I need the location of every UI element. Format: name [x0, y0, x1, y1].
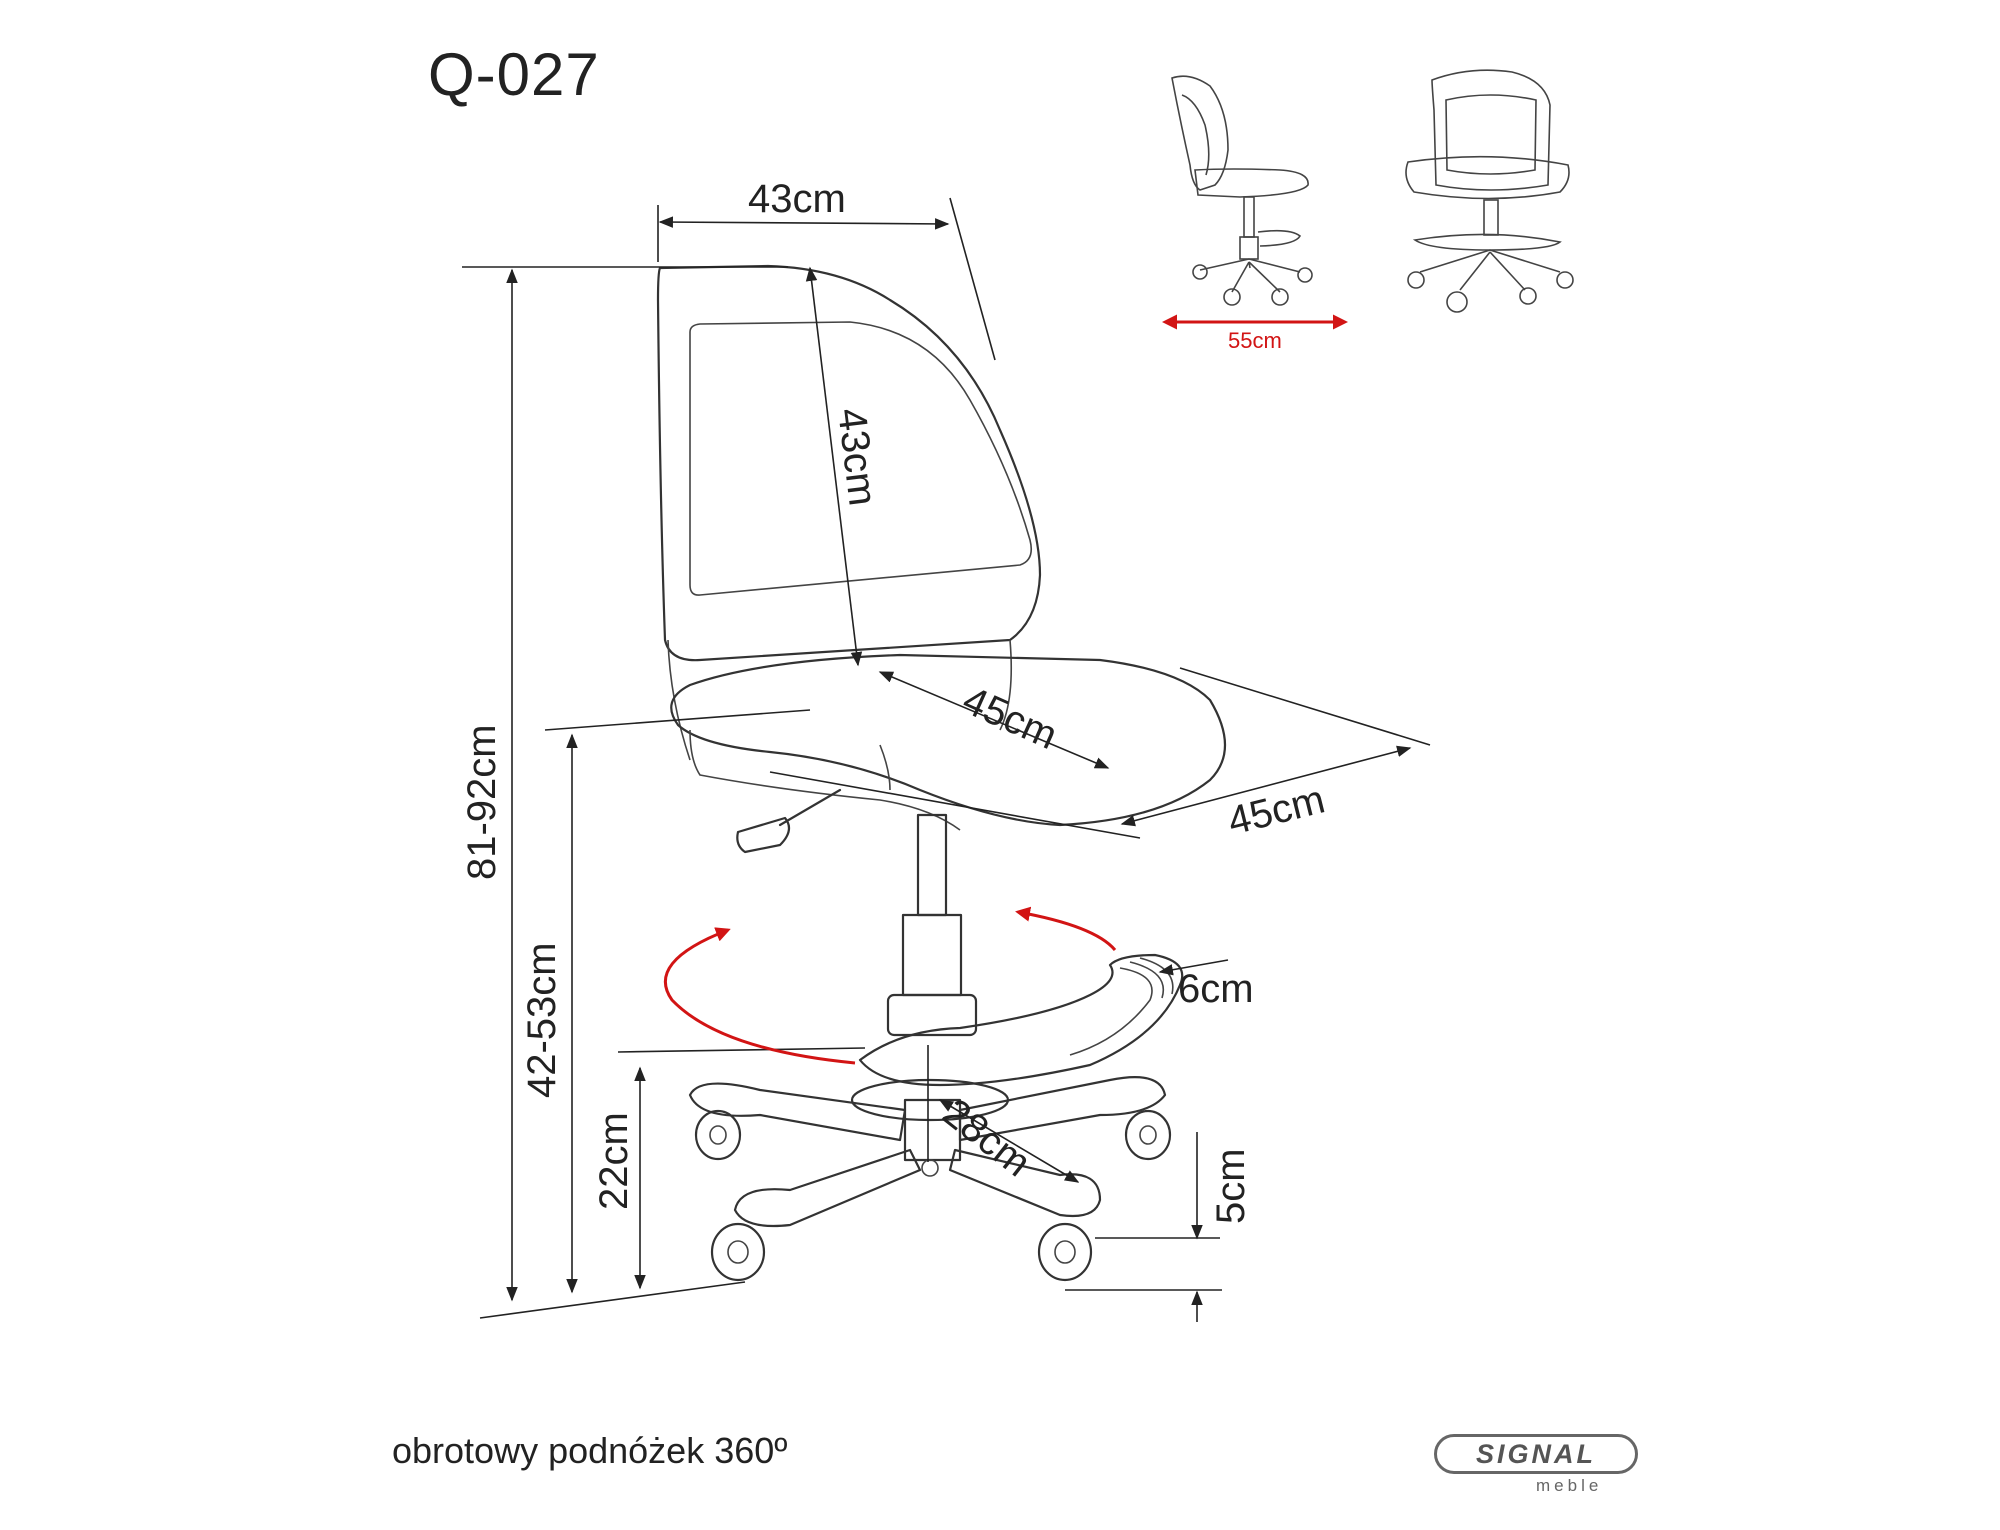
- swivel-footrest-caption: obrotowy podnóżek 360º: [392, 1430, 788, 1471]
- dim-caster-height: 5cm: [1209, 1148, 1253, 1224]
- base-leg: [733, 1148, 922, 1228]
- backrest-mesh: [689, 321, 1033, 596]
- rotation-arrow-left: [663, 927, 856, 1065]
- chair-drawing: [656, 264, 1227, 1282]
- dim-seat-width: 45cm: [1224, 777, 1330, 843]
- dim-total-height: 81-92cm: [460, 724, 504, 880]
- brand-logo: SIGNAL: [1434, 1434, 1638, 1474]
- dim-footrest-height: 22cm: [592, 1112, 636, 1210]
- caster-wheel: [710, 1222, 766, 1282]
- rotation-arrow-right: [1015, 906, 1117, 951]
- caster-wheel: [694, 1109, 742, 1161]
- dimension-lines: [462, 197, 1431, 1322]
- dim-footrest-span: 55cm: [1228, 328, 1282, 353]
- base-leg: [958, 1076, 1167, 1142]
- seat: [670, 653, 1227, 827]
- footrest-ring: [858, 953, 1184, 1087]
- gas-lever: [736, 788, 842, 854]
- brand-subtitle: meble: [1536, 1476, 1603, 1495]
- backrest-outer: [656, 264, 1042, 662]
- caster-wheel: [1124, 1109, 1172, 1161]
- thumbnail-front-view: [1405, 69, 1574, 313]
- dim-footrest-width: 6cm: [1178, 967, 1254, 1011]
- rotation-arrows: [663, 906, 1117, 1065]
- product-title: Q-027: [428, 41, 600, 108]
- thumbnail-side-view: [1162, 75, 1348, 330]
- dim-backrest-width: 43cm: [748, 177, 846, 221]
- base-leg: [688, 1082, 907, 1142]
- caster-wheel: [1037, 1222, 1093, 1282]
- dim-seat-height: 42-53cm: [520, 942, 564, 1098]
- gas-cylinder: [916, 813, 948, 917]
